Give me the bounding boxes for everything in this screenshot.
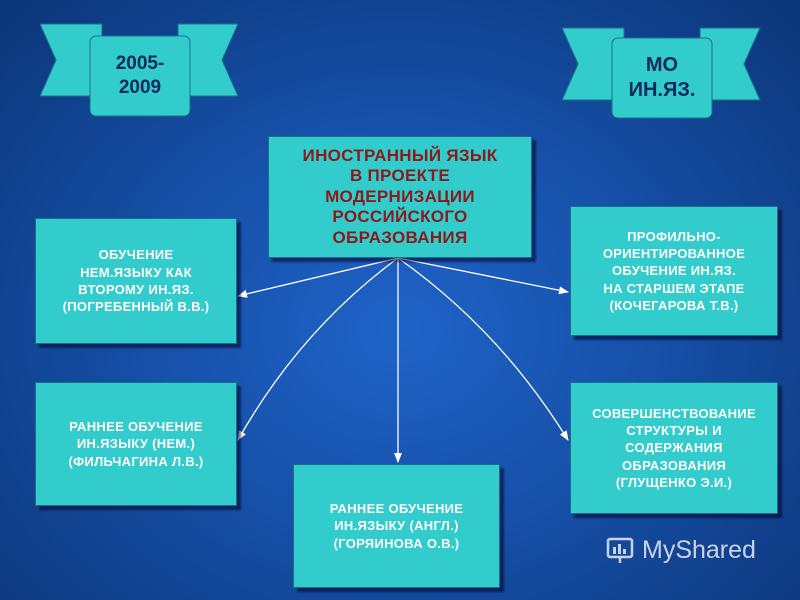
central-topic-line-3: МОДЕРНИЗАЦИИ <box>325 186 475 206</box>
box-profile-line-4: НА СТАРШЕМ ЭТАПЕ <box>603 280 745 296</box>
banner-mo: МО ИН.ЯЗ. <box>562 26 762 122</box>
banner-years-label: 2005- 2009 <box>90 36 190 116</box>
banner-ribbon-shape <box>562 27 761 119</box>
banner-years-line-1: 2005- <box>115 53 165 75</box>
banner-mo-label: МО ИН.ЯЗ. <box>612 38 712 118</box>
box-german-second-language: ОБУЧЕНИЕ НЕМ.ЯЗЫКУ КАК ВТОРОМУ ИН.ЯЗ. (П… <box>35 218 237 344</box>
arrow-to-right-bottom <box>397 257 569 441</box>
central-topic-box: ИНОСТРАННЫЙ ЯЗЫК В ПРОЕКТЕ МОДЕРНИЗАЦИИ … <box>268 136 532 258</box>
box-early-english-line-1: РАННЕЕ ОБУЧЕНИЕ <box>329 501 464 517</box>
box-early-german-line-1: РАННЕЕ ОБУЧЕНИЕ <box>69 419 203 435</box>
box-german-second-line-4: (ПОГРЕБЕННЫЙ В.В.) <box>62 299 210 315</box>
box-structure-line-3: СОДЕРЖАНИЯ <box>625 440 723 456</box>
box-german-second-line-2: НЕМ.ЯЗЫКУ КАК <box>80 264 192 280</box>
central-topic-line-2: В ПРОЕКТЕ <box>349 166 451 186</box>
box-german-second-line-3: ВТОРОМУ ИН.ЯЗ. <box>78 282 194 297</box>
box-early-english: РАННЕЕ ОБУЧЕНИЕ ИН.ЯЗЫКУ (АНГЛ.) (ГОРЯИН… <box>293 464 500 588</box>
box-profile-line-5: (КОЧЕГАРОВА Т.В.) <box>609 297 739 313</box>
arrow-to-left-top <box>237 257 399 298</box>
box-profile-line-1: ПРОФИЛЬНО- <box>627 228 721 244</box>
box-german-second-line-1: ОБУЧЕНИЕ <box>98 247 174 263</box>
box-profile-oriented: ПРОФИЛЬНО- ОРИЕНТИРОВАННОЕ ОБУЧЕНИЕ ИН.Я… <box>570 206 778 336</box>
myshared-watermark: MyShared <box>606 535 756 565</box>
box-structure-line-5: (ГЛУЩЕНКО Э.И.) <box>615 474 733 490</box>
arrow-to-left-bottom <box>237 257 399 441</box>
box-early-german: РАННЕЕ ОБУЧЕНИЕ ИН.ЯЗЫКУ (НЕМ.) (ФИЛЬЧАГ… <box>35 382 237 506</box>
box-profile-line-2: ОРИЕНТИРОВАННОЕ <box>602 246 746 262</box>
box-early-german-line-2: ИН.ЯЗЫКУ (НЕМ.) <box>76 436 196 452</box>
box-structure-line-2: СТРУКТУРЫ И <box>626 423 722 439</box>
box-early-german-line-3: (ФИЛЬЧАГИНА Л.В.) <box>68 453 204 469</box>
myshared-logo-icon <box>606 537 634 563</box>
central-topic-line-4: РОССИЙСКОГО <box>332 207 468 227</box>
box-structure-line-1: СОВЕРШЕНСТВОВАНИЕ <box>592 405 756 421</box>
banner-years-line-2: 2009 <box>118 77 162 98</box>
myshared-watermark-text: MyShared <box>642 535 756 564</box>
banner-ribbon-shape <box>40 23 239 117</box>
box-early-english-line-2: ИН.ЯЗЫКУ (АНГЛ.) <box>334 518 459 534</box>
central-topic-line-1: ИНОСТРАННЫЙ ЯЗЫК <box>302 146 498 166</box>
box-profile-line-3: ОБУЧЕНИЕ ИН.ЯЗ. <box>612 263 736 279</box>
box-structure-line-4: ОБРАЗОВАНИЯ <box>622 457 726 473</box>
banner-mo-line-2: ИН.ЯЗ. <box>628 79 696 101</box>
banner-years: 2005- 2009 <box>40 22 240 118</box>
box-structure-improvement: СОВЕРШЕНСТВОВАНИЕ СТРУКТУРЫ И СОДЕРЖАНИЯ… <box>570 382 778 514</box>
central-topic-line-5: ОБРАЗОВАНИЯ <box>332 227 468 247</box>
banner-mo-line-1: МО <box>645 54 679 76</box>
box-early-english-line-3: (ГОРЯИНОВА О.В.) <box>333 535 460 551</box>
arrow-to-right-top <box>397 257 569 295</box>
